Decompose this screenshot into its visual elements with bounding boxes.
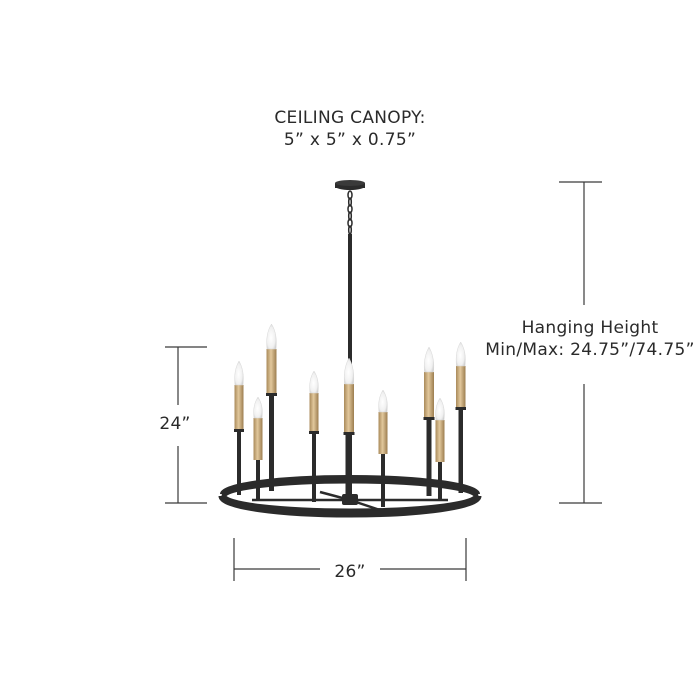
candle-7	[423, 346, 435, 496]
hanging-height-range: Min/Max: 24.75”/74.75”	[485, 340, 695, 360]
fixture-height-label: 24”	[159, 414, 191, 434]
chain	[347, 190, 353, 235]
canopy-dimensions: 5” x 5” x 0.75”	[283, 130, 417, 150]
candle-6	[378, 389, 388, 507]
hub	[342, 494, 358, 505]
canopy-title: CEILING CANOPY:	[274, 108, 426, 128]
candle-5	[343, 357, 355, 495]
ceiling-canopy	[335, 180, 365, 190]
hanging-height-label: Hanging Height Min/Max: 24.75”/74.75”	[470, 317, 700, 361]
ring-front	[218, 495, 482, 518]
hanging-height-dimension-line	[559, 181, 602, 504]
candle-1	[234, 360, 244, 495]
candle-3	[266, 323, 277, 491]
candle-2	[253, 396, 263, 500]
candle-4	[309, 370, 319, 502]
width-dimension-line	[233, 538, 467, 581]
candle-arms	[234, 323, 466, 507]
fixture-width-label: 26”	[320, 561, 380, 583]
canopy-dimension-label: CEILING CANOPY: 5” x 5” x 0.75”	[200, 107, 500, 151]
hanging-height-title: Hanging Height	[521, 318, 659, 338]
candle-9	[455, 341, 466, 493]
height-dimension-line	[165, 346, 207, 504]
